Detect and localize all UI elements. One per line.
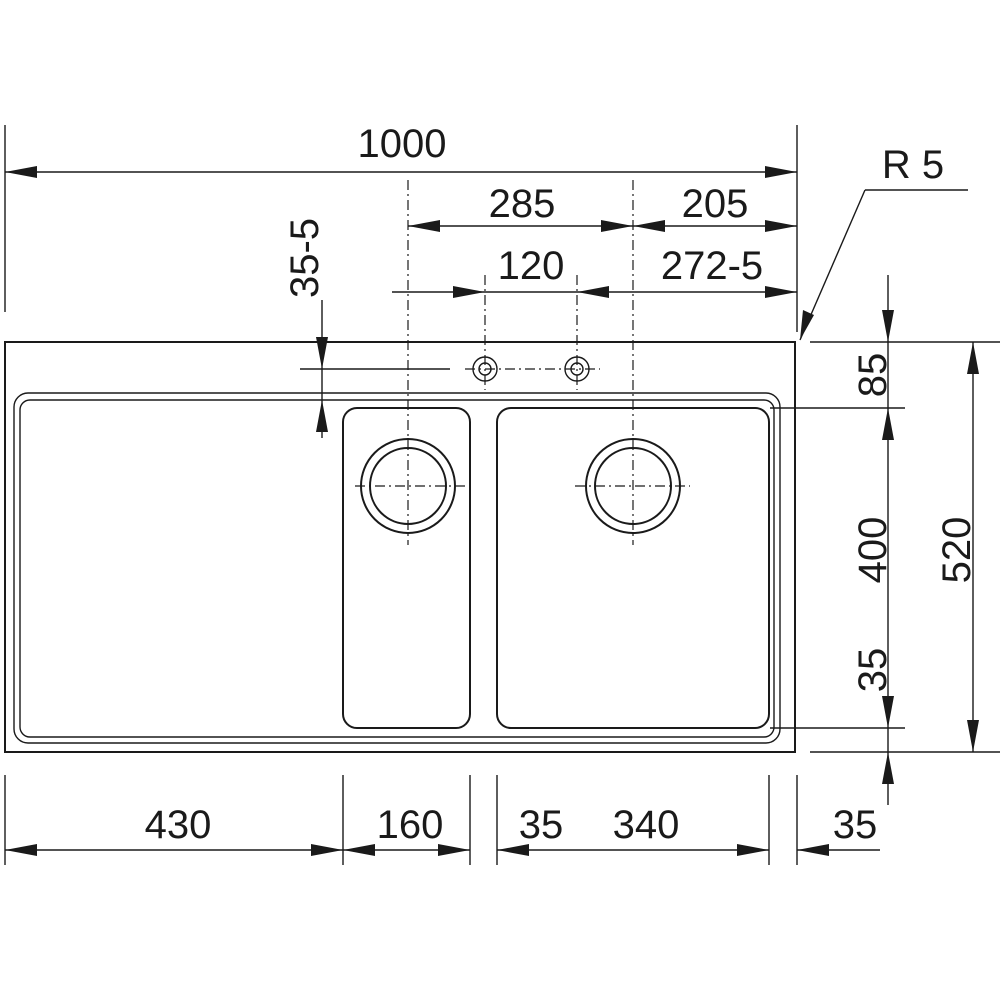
drainer-rim-outer [13,392,781,744]
dim-label-drainer-width: 430 [145,803,212,847]
dim-overall-width: 1000 [5,122,797,178]
dim-label-tap-hole-offset: 272-5 [661,244,763,288]
dim-label-tap-hole-depth: 35-5 [283,218,327,298]
dim-label-bowl-depth: 400 [851,517,895,584]
dim-bottom-row: 430 160 35 340 35 [5,803,880,856]
dim-tap-holes: 120 272-5 [453,244,797,298]
sink-top-outline [4,341,796,753]
drainer-rim-inner [19,399,775,738]
dim-label-tap-to-centre: 285 [489,182,556,226]
dim-label-tap-hole-spacing: 120 [498,244,565,288]
dim-label-bowl-gap: 35 [519,803,564,847]
extension-lines [4,125,1000,865]
dim-tap-hole-depth: 35-5 [283,218,328,438]
dim-label-large-bowl-width: 340 [613,803,680,847]
dim-label-right-to-centre: 205 [682,182,749,226]
radius-callout: R 5 [799,143,968,341]
dim-tap-to-centre: 285 205 [408,182,797,232]
dim-label-top-to-bowl: 85 [851,353,895,398]
dim-label-right-margin: 35 [833,803,878,847]
dim-overall-depth: 520 [935,342,979,752]
small-bowl [342,407,471,729]
dim-inner-vertical: 85 400 35 [851,275,895,805]
dim-label-bottom-margin: 35 [851,648,895,693]
dim-label-overall-depth: 520 [935,517,979,584]
radius-label: R 5 [882,143,944,187]
sink-outline [4,341,796,753]
centre-lines [300,180,690,545]
dim-label-small-bowl-width: 160 [377,803,444,847]
dim-label-overall-width: 1000 [358,122,447,166]
